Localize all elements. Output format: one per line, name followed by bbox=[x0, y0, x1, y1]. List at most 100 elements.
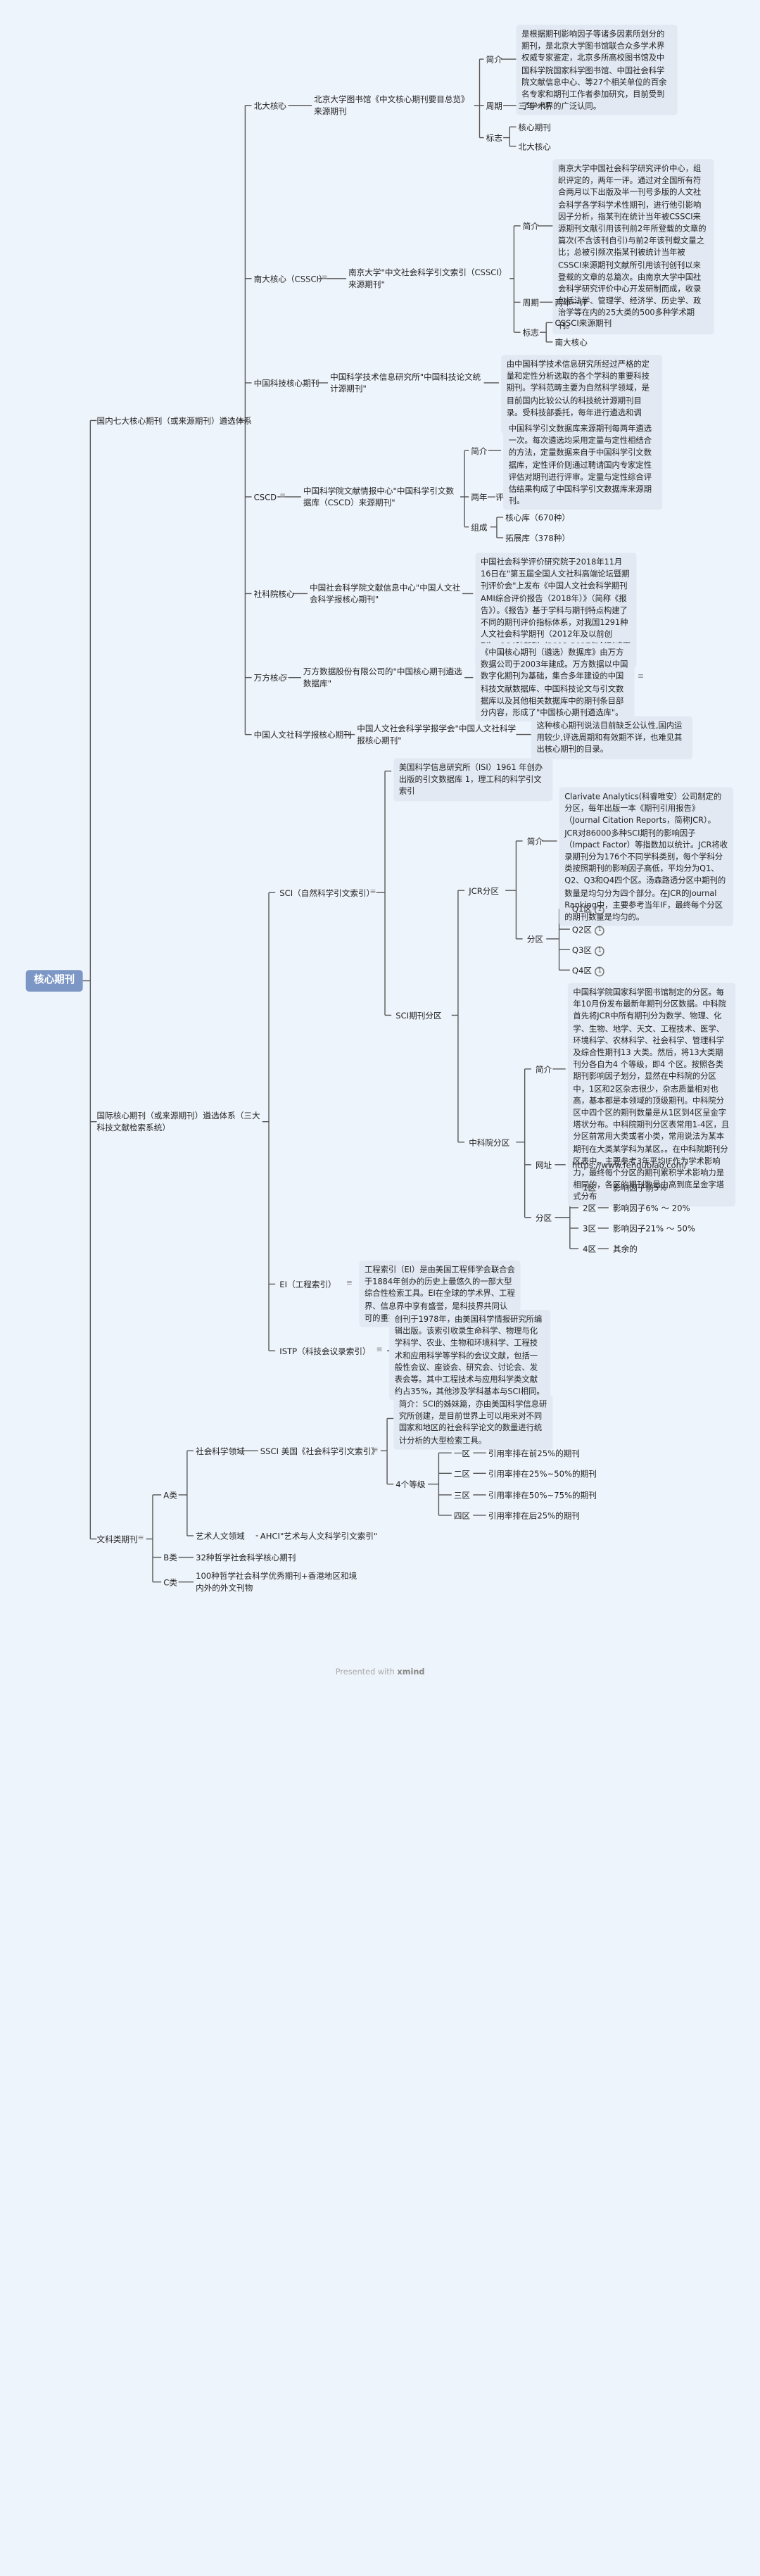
ssci-intro-note: 简介：SCI的姊妹篇，亦由美国科学信息研究所创建，是目前世界上可以用来对不同国家… bbox=[393, 1394, 553, 1450]
cas-intro-label[interactable]: 简介 bbox=[535, 1064, 552, 1075]
count-badge[interactable]: 1 bbox=[595, 945, 605, 956]
xmind-brand: xmind bbox=[397, 1667, 425, 1677]
wanfang-intro-note: 《中国核心期刊（遴选）数据库》由万方数据公司于2003年建成。万方数据以中国数字… bbox=[475, 643, 635, 722]
cass-source[interactable]: 中国社会科学院文献信息中心"中国人文社会科学报核心期刊" bbox=[310, 583, 461, 605]
ssci-level-topic[interactable]: 4个等级 bbox=[395, 1479, 426, 1490]
cas-zone-label[interactable]: 分区 bbox=[535, 1213, 552, 1223]
cas-zone-4[interactable]: 4区 bbox=[583, 1244, 597, 1254]
ssci-level-4[interactable]: 四区 bbox=[453, 1510, 471, 1521]
count-badge[interactable]: 1 bbox=[595, 904, 605, 915]
class-b-desc[interactable]: 32种哲学社会科学核心期刊 bbox=[196, 1553, 296, 1563]
cscd-compose-label[interactable]: 组成 bbox=[471, 522, 488, 533]
cscd-intro-note: 中国科学引文数据库来源期刊每两年遴选一次。每次遴选均采用定量与定性相结合的方法，… bbox=[503, 419, 663, 510]
cssci-mark-1[interactable]: CSSCI来源期刊 bbox=[555, 318, 612, 329]
count-badge[interactable]: 1 bbox=[595, 966, 605, 976]
topic-class-b[interactable]: B类 bbox=[163, 1553, 177, 1563]
ssci-level-3-desc[interactable]: 引用率排在50%~75%的期刊 bbox=[488, 1490, 597, 1501]
cscd-period[interactable]: 两年一评 bbox=[471, 492, 504, 503]
notes-icon: ≡ bbox=[277, 100, 284, 109]
jcr-zone-topic[interactable]: JCR分区 bbox=[469, 886, 500, 896]
cssci-intro-label[interactable]: 简介 bbox=[522, 221, 539, 232]
sci-zone-topic[interactable]: SCI期刊分区 bbox=[395, 1011, 442, 1021]
jcr-intro-note: Clarivate Analytics(科睿唯安）公司制定的分区，每年出版一本《… bbox=[559, 787, 734, 926]
jcr-intro-label[interactable]: 简介 bbox=[526, 836, 543, 847]
cssci-period-label[interactable]: 周期 bbox=[522, 298, 539, 308]
topic-ssci[interactable]: SSCI 美国《社会科学引文索引》 bbox=[260, 1446, 379, 1456]
cas-zone-2-desc[interactable]: 影响因子6% ～ 20% bbox=[612, 1203, 690, 1213]
notes-icon: ≡ bbox=[369, 887, 376, 896]
topic-istp[interactable]: ISTP（科技会议录索引） bbox=[279, 1346, 371, 1356]
cssci-intro-note: 南京大学中国社会科学研究评价中心，组织评定的，两年一评。通过对全国所有符合两月以… bbox=[552, 159, 714, 334]
ssci-level-3[interactable]: 三区 bbox=[453, 1490, 471, 1501]
cscd-core-library[interactable]: 核心库（670种） bbox=[505, 512, 570, 523]
topic-sci[interactable]: SCI（自然科学引文索引） bbox=[279, 888, 375, 898]
topic-humanities-journal-core[interactable]: 中国人文社科学报核心期刊 bbox=[253, 730, 352, 740]
jcr-zone-label[interactable]: 分区 bbox=[526, 934, 543, 945]
topic-international[interactable]: 国际核心期刊（或来源期刊）遴选体系（三大科技文献检索系统） bbox=[96, 1111, 260, 1132]
pku-mark-1[interactable]: 核心期刊 bbox=[518, 122, 551, 132]
notes-icon: ≡ bbox=[321, 273, 328, 282]
notes-icon: ≡ bbox=[281, 672, 289, 681]
ssci-level-1[interactable]: 一区 bbox=[453, 1448, 471, 1458]
topic-wanfang-core[interactable]: 万方核心 bbox=[253, 673, 287, 683]
cas-zone-1[interactable]: 1区 bbox=[583, 1182, 597, 1193]
notes-icon: ≡ bbox=[638, 672, 645, 681]
topic-cstpcd[interactable]: 中国科技核心期刊 bbox=[253, 378, 319, 389]
class-c-desc[interactable]: 100种哲学社会科学优秀期刊+香港地区和境内外的外文刊物 bbox=[196, 1571, 357, 1593]
cas-site-label[interactable]: 网址 bbox=[535, 1160, 552, 1170]
cssci-source[interactable]: 南京大学"中文社会科学引文索引（CSSCI）来源期刊" bbox=[348, 267, 507, 290]
cas-zone-2[interactable]: 2区 bbox=[583, 1203, 597, 1213]
pku-source[interactable]: 北京大学图书馆《中文核心期刊要目总览》来源期刊 bbox=[314, 94, 469, 117]
notes-icon: ≡ bbox=[346, 1278, 353, 1288]
cas-zone-1-desc[interactable]: 影响因子前5% bbox=[612, 1182, 667, 1193]
pku-period[interactable]: 三年一评 bbox=[518, 101, 551, 111]
cssci-mark-label[interactable]: 标志 bbox=[522, 328, 539, 338]
topic-class-a[interactable]: A类 bbox=[163, 1490, 177, 1501]
cstpcd-source[interactable]: 中国科学技术信息研究所"中国科技论文统计源期刊" bbox=[330, 372, 481, 394]
cas-site-link[interactable]: https://www.fenqubiao.com/ bbox=[571, 1160, 687, 1170]
connector-lines bbox=[82, 58, 609, 1583]
cssci-mark-2[interactable]: 南大核心 bbox=[555, 337, 588, 348]
topic-cssci[interactable]: 南大核心（CSSCI） bbox=[253, 274, 327, 284]
topic-cscd[interactable]: CSCD bbox=[253, 492, 277, 503]
notes-icon: ≡ bbox=[137, 1533, 144, 1543]
wanfang-source[interactable]: 万方数据股份有限公司的"中国核心期刊遴选数据库" bbox=[303, 667, 462, 688]
topic-pku-core[interactable]: 北大核心 bbox=[253, 101, 287, 111]
cas-zone-3-desc[interactable]: 影响因子21% ～ 50% bbox=[612, 1223, 695, 1234]
ssci-level-2[interactable]: 二区 bbox=[453, 1469, 471, 1479]
cas-zone-3[interactable]: 3区 bbox=[583, 1223, 597, 1234]
cscd-extended-library[interactable]: 拓展库（378种） bbox=[505, 533, 570, 543]
topic-social-science[interactable]: 社会科学领域 bbox=[196, 1446, 245, 1456]
topic-ei[interactable]: EI（工程索引） bbox=[279, 1280, 336, 1290]
topic-domestic[interactable]: 国内七大核心期刊（或来源期刊）遴选体系 bbox=[96, 416, 252, 427]
cscd-intro-label[interactable]: 简介 bbox=[471, 446, 488, 456]
cscd-source[interactable]: 中国科学院文献情报中心"中国科学引文数据库（CSCD）来源期刊" bbox=[303, 486, 455, 508]
cas-zone-topic[interactable]: 中科院分区 bbox=[469, 1137, 510, 1148]
pku-intro-label[interactable]: 简介 bbox=[486, 54, 502, 65]
topic-cass-core[interactable]: 社科院核心 bbox=[253, 589, 295, 600]
topic-class-c[interactable]: C类 bbox=[163, 1577, 177, 1588]
pku-mark-label[interactable]: 标志 bbox=[486, 133, 502, 144]
rdfybk-source[interactable]: 中国人文社会科学学报学会"中国人文社科学报核心期刊" bbox=[357, 724, 517, 745]
ssci-level-1-desc[interactable]: 引用率排在前25%的期刊 bbox=[488, 1448, 580, 1458]
rdfybk-intro-note: 这种核心期刊说法目前缺乏公认性,国内运用较少,评选周期和有效期不详，也难见其出核… bbox=[531, 716, 693, 759]
sci-desc-note: 美国科学信息研究所（ISI）1961 年创办出版的引文数据库 1，理工科的科学引… bbox=[393, 758, 553, 801]
topic-arts-humanities[interactable]: 艺术人文领域 bbox=[196, 1531, 245, 1541]
notes-icon: ≡ bbox=[376, 1345, 383, 1354]
cssci-period[interactable]: 两年一评 bbox=[555, 298, 588, 308]
root-topic[interactable]: 核心期刊 bbox=[25, 970, 83, 992]
pku-period-label[interactable]: 周期 bbox=[486, 101, 502, 111]
notes-icon: ≡ bbox=[279, 491, 286, 500]
topic-ahci[interactable]: AHCI"艺术与人文科学引文索引" bbox=[260, 1531, 378, 1541]
ssci-level-4-desc[interactable]: 引用率排在后25%的期刊 bbox=[488, 1510, 580, 1521]
cas-zone-4-desc[interactable]: 其余的 bbox=[612, 1244, 638, 1254]
ssci-level-2-desc[interactable]: 引用率排在25%~50%的期刊 bbox=[488, 1469, 597, 1479]
pku-mark-2[interactable]: 北大核心 bbox=[518, 141, 551, 152]
count-badge[interactable]: 1 bbox=[595, 925, 605, 935]
notes-icon: ≡ bbox=[372, 1445, 379, 1454]
topic-liberal-arts[interactable]: 文科类期刊 bbox=[96, 1534, 138, 1545]
